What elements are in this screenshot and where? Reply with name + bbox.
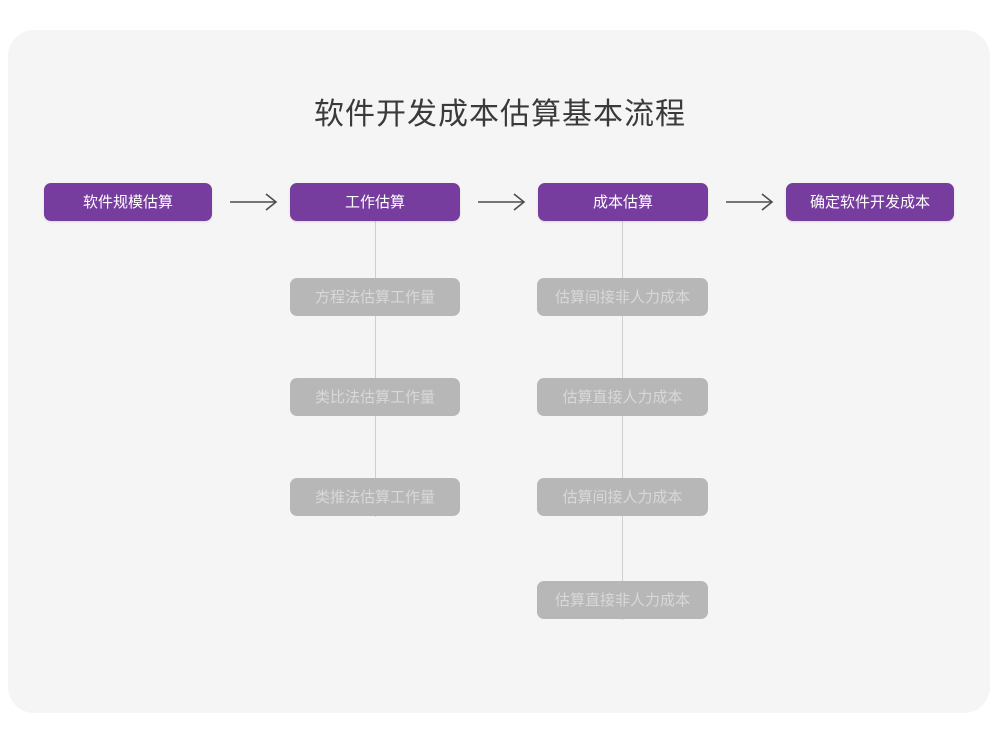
flow-node-step-2[interactable]: 工作估算: [290, 183, 460, 221]
connector-line-step-2: [375, 212, 376, 517]
flow-subnode-step-3-sub-1[interactable]: 估算间接非人力成本: [537, 278, 708, 316]
arrow-icon-step-1-to-step-2: [220, 183, 286, 221]
connector-line-step-3: [622, 212, 623, 620]
flow-node-step-1[interactable]: 软件规模估算: [44, 183, 212, 221]
diagram-title: 软件开发成本估算基本流程: [314, 97, 686, 132]
flow-node-step-3[interactable]: 成本估算: [538, 183, 708, 221]
flow-subnode-step-2-sub-2[interactable]: 类比法估算工作量: [290, 378, 460, 416]
arrow-icon-step-2-to-step-3: [468, 183, 534, 221]
diagram-canvas: [8, 30, 990, 713]
flow-subnode-step-3-sub-3[interactable]: 估算间接人力成本: [537, 478, 708, 516]
flow-node-step-4[interactable]: 确定软件开发成本: [786, 183, 954, 221]
flow-subnode-step-3-sub-2[interactable]: 估算直接人力成本: [537, 378, 708, 416]
flow-subnode-step-3-sub-4[interactable]: 估算直接非人力成本: [537, 581, 708, 619]
arrow-icon-step-3-to-step-4: [716, 183, 782, 221]
flow-subnode-step-2-sub-3[interactable]: 类推法估算工作量: [290, 478, 460, 516]
flow-subnode-step-2-sub-1[interactable]: 方程法估算工作量: [290, 278, 460, 316]
